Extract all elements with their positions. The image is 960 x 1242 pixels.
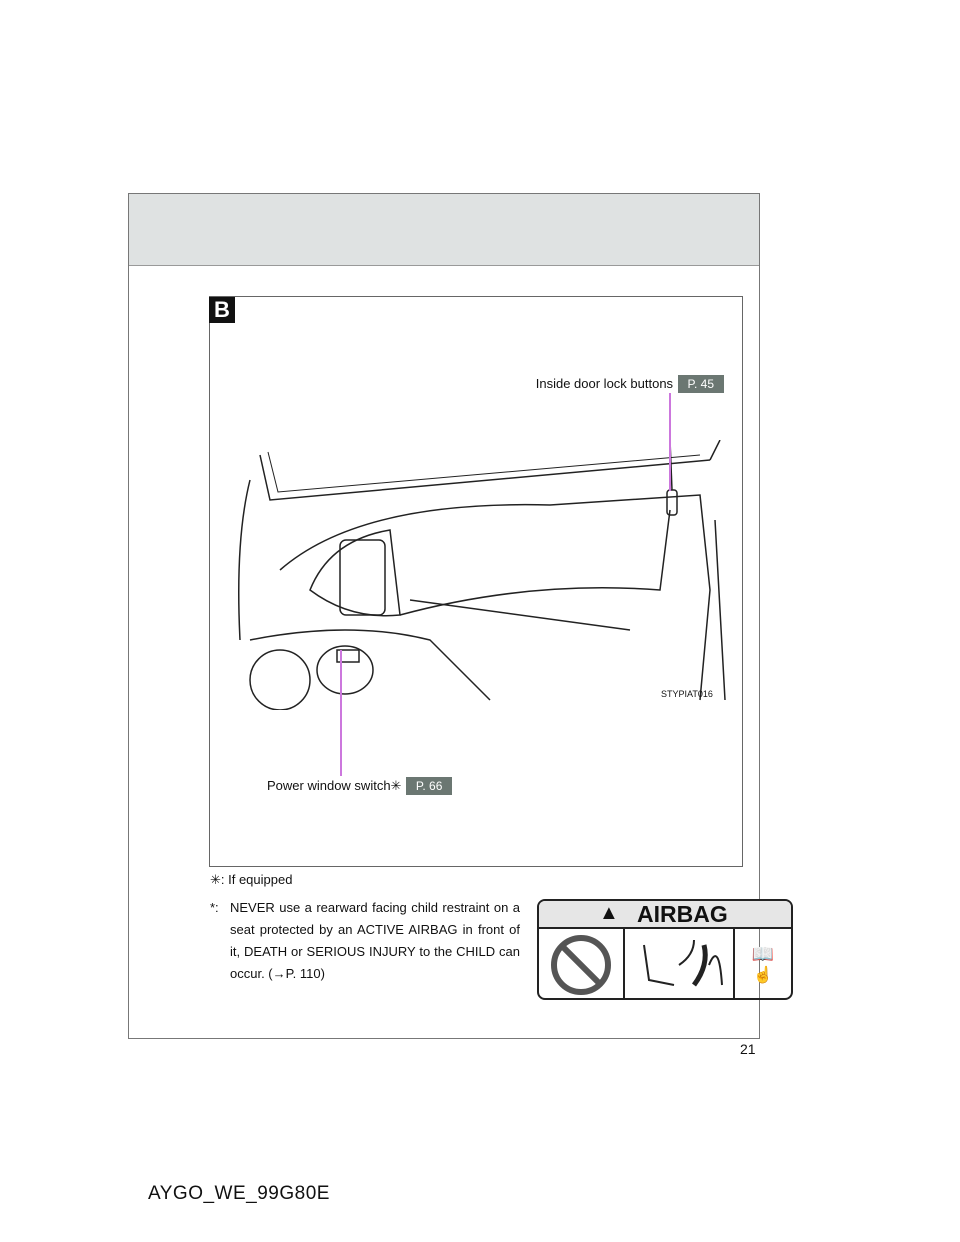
no-child-seat-icon (539, 929, 625, 998)
warning-triangle-icon: ▲ (599, 902, 619, 924)
leader-line-door-lock (669, 393, 671, 491)
airbag-title: AIRBAG (637, 901, 728, 927)
callout-window-switch: Power window switch✳ P. 66 (267, 777, 453, 795)
page-number: 21 (740, 1041, 756, 1057)
callout-door-lock: Inside door lock buttons P. 45 (536, 375, 724, 393)
door-illustration (238, 440, 726, 710)
note-marker: *: (210, 900, 219, 915)
callout-label: Power window switch✳ (267, 778, 402, 793)
note-text: NEVER use a rearward facing child restra… (230, 900, 520, 981)
section-badge: B (209, 297, 235, 323)
airbag-warning-label: ▲ AIRBAG 📖☝ (537, 899, 793, 1000)
airbag-deploy-icon (625, 929, 735, 998)
callout-label: Inside door lock buttons (535, 376, 674, 391)
document-code: AYGO_WE_99G80E (148, 1183, 330, 1204)
leader-line-window-switch (340, 650, 342, 776)
airbag-label-header: ▲ AIRBAG (539, 901, 791, 929)
page-ref-link[interactable]: P. 45 (677, 375, 724, 393)
page-ref-link[interactable]: P. 66 (405, 777, 453, 795)
image-code: STYPIAT016 (661, 689, 713, 699)
page-frame (128, 193, 760, 1039)
footnote-if-equipped: ✳: If equipped (210, 872, 293, 887)
illustration-frame (209, 296, 743, 867)
airbag-warning-note: *: NEVER use a rearward facing child res… (210, 897, 520, 985)
header-band (129, 194, 759, 266)
read-manual-icon: 📖☝ (751, 944, 775, 984)
